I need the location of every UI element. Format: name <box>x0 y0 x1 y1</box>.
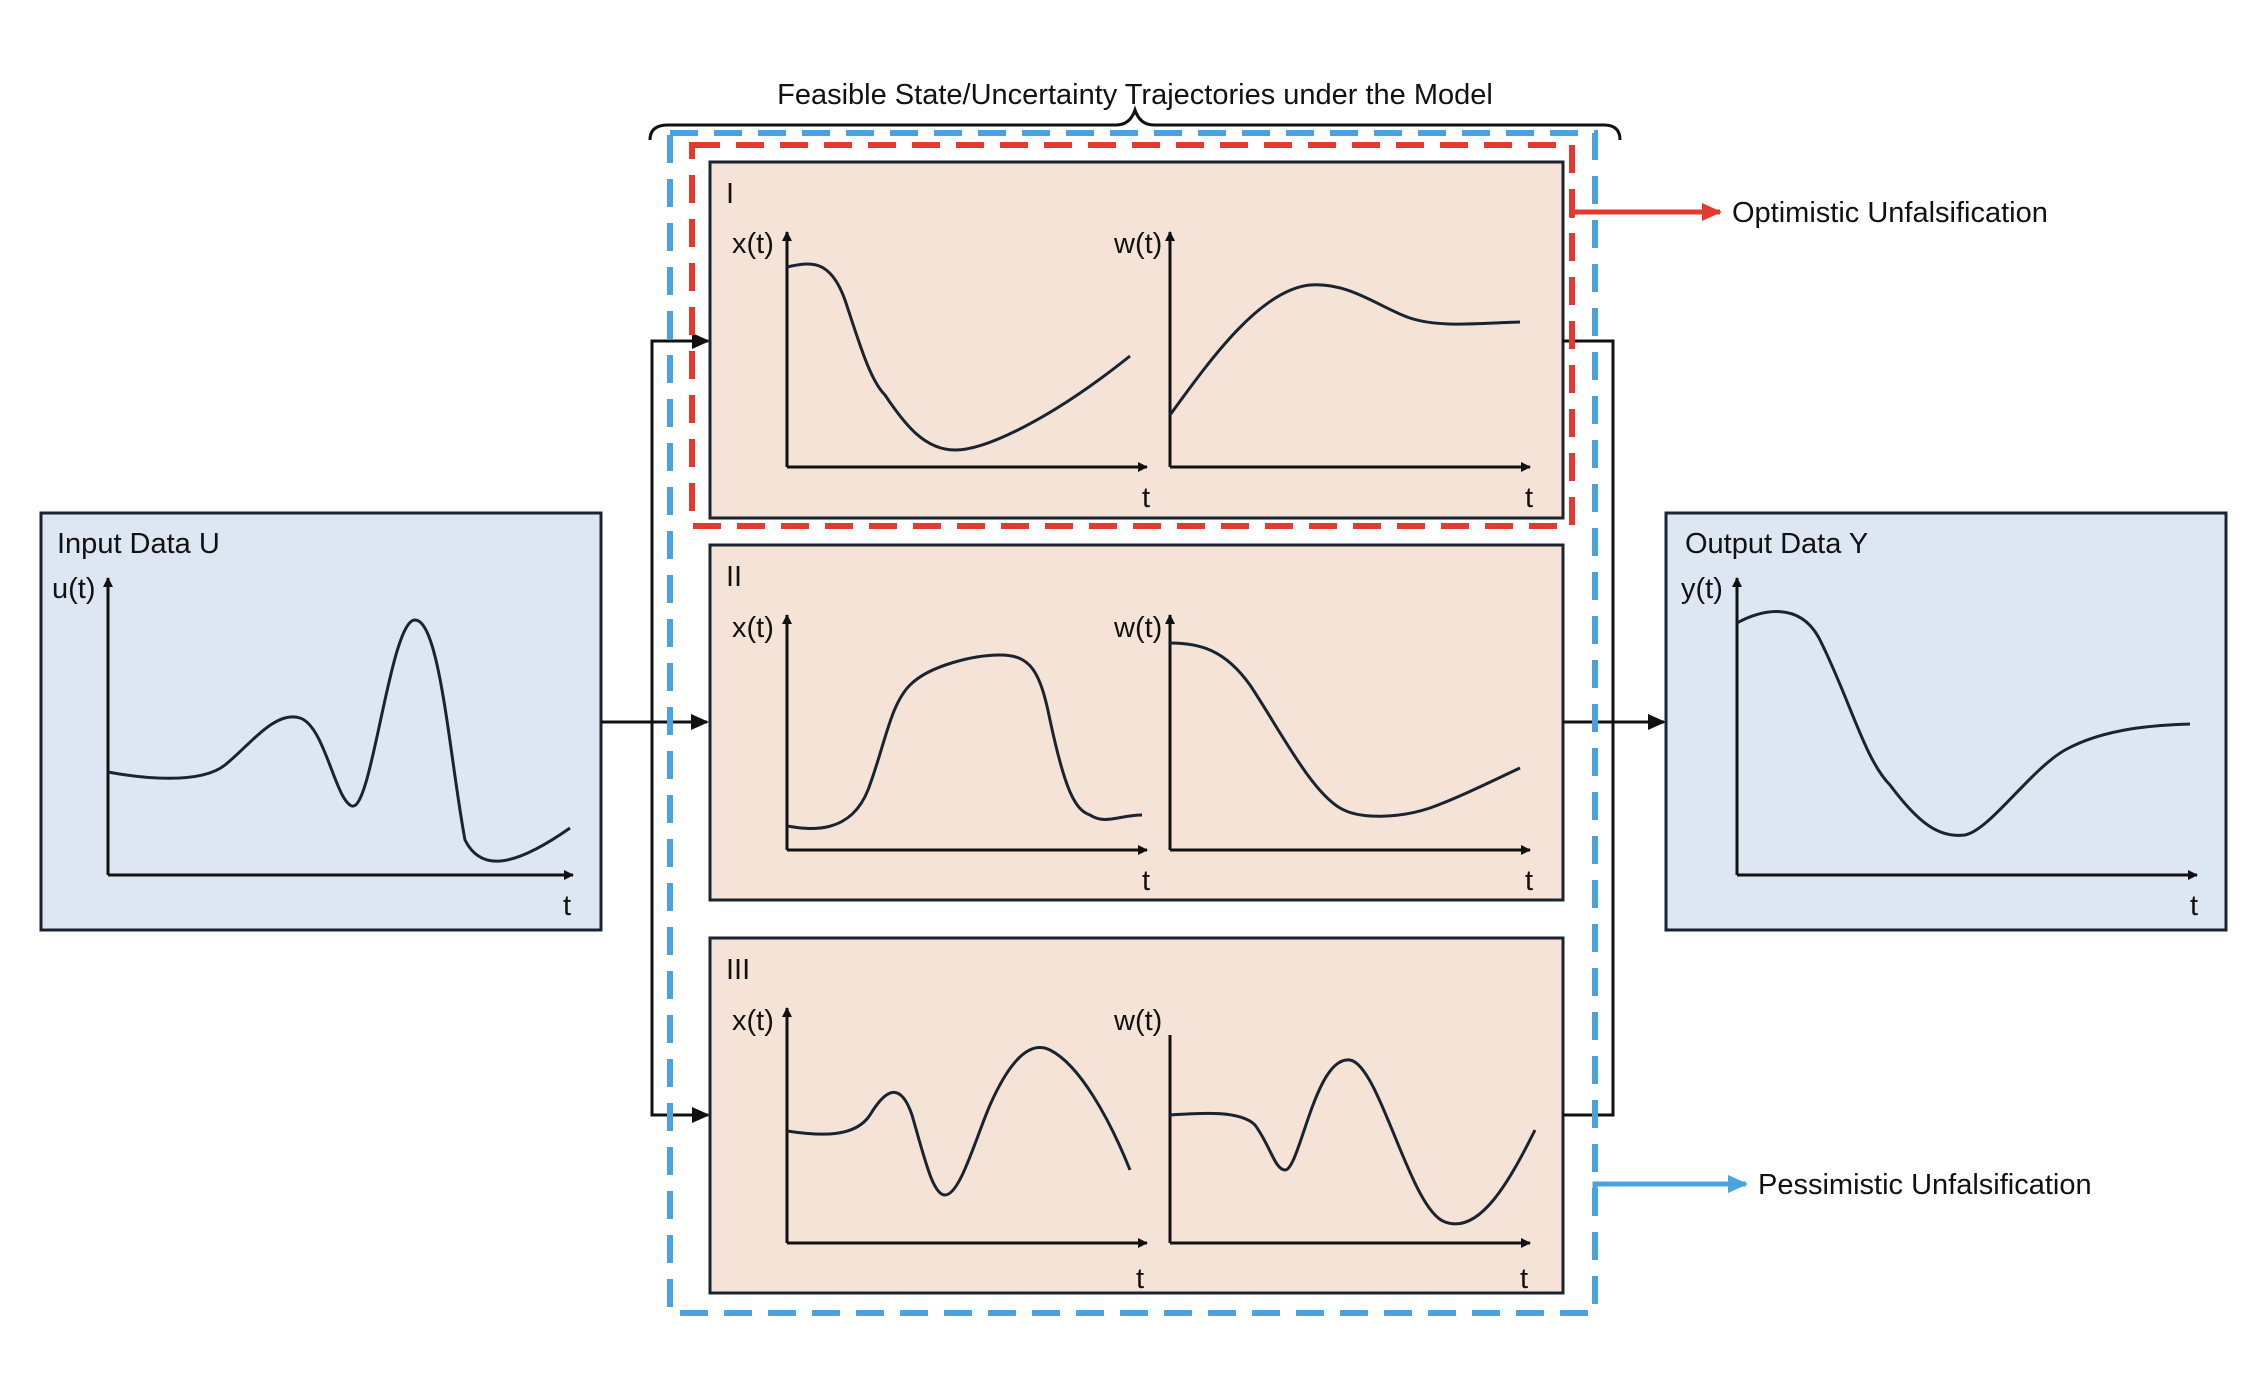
scenario-panel-ii: II x(t) t w(t) t <box>708 543 1565 902</box>
pessimistic-arrow <box>1592 1175 1748 1205</box>
scenario-i-left-x-label: t <box>1142 482 1150 514</box>
input-y-axis-label: u(t) <box>52 573 96 605</box>
scenario-ii-right-x-label: t <box>1525 865 1533 897</box>
title-brace <box>648 105 1622 141</box>
output-signal-curve <box>1736 610 2191 837</box>
input-x-axis-label: t <box>563 890 571 922</box>
scenario-label-ii: II <box>726 561 742 593</box>
scenario-iii-left-y-label: x(t) <box>732 1005 774 1037</box>
scenario-panel-i: I x(t) t w(t) t <box>708 160 1565 520</box>
output-x-axis-label: t <box>2190 890 2198 922</box>
scenario-iii-state-curve <box>786 1046 1132 1197</box>
scenario-iii-left-x-label: t <box>1136 1263 1144 1295</box>
scenario-i-left-y-label: x(t) <box>732 228 774 260</box>
input-data-panel: Input Data U u(t) t <box>39 511 603 932</box>
input-panel-title: Input Data U <box>57 528 220 560</box>
flow-connectors <box>601 333 1666 1123</box>
scenario-iii-right-x-label: t <box>1520 1263 1528 1295</box>
scenario-ii-left-x-label: t <box>1142 865 1150 897</box>
scenario-ii-state-curve <box>786 653 1143 830</box>
scenario-iii-right-y-label: w(t) <box>1113 1005 1162 1037</box>
scenario-iii-uncertainty-curve <box>1169 1058 1537 1226</box>
optimistic-arrow <box>1569 203 1722 221</box>
optimistic-label: Optimistic Unfalsification <box>1732 197 2048 229</box>
output-data-panel: Output Data Y y(t) t <box>1664 511 2228 932</box>
scenario-panel-iii: III x(t) t w(t) t <box>708 936 1565 1295</box>
pessimistic-label: Pessimistic Unfalsification <box>1758 1169 2092 1201</box>
scenario-label-iii: III <box>726 954 750 986</box>
scenario-ii-uncertainty-curve <box>1169 641 1521 818</box>
scenario-i-uncertainty-curve <box>1168 283 1521 416</box>
scenario-ii-right-y-label: w(t) <box>1113 612 1162 644</box>
split-bus-line <box>650 339 707 1117</box>
output-y-axis-label: y(t) <box>1681 573 1723 605</box>
scenario-i-state-curve <box>786 262 1131 452</box>
optimistic-set-boundary <box>689 142 1575 529</box>
merge-bus-line <box>1563 339 1615 1117</box>
scenario-label-i: I <box>726 178 734 210</box>
pessimistic-set-boundary <box>667 130 1598 1316</box>
output-panel-title: Output Data Y <box>1685 528 1868 560</box>
scenario-ii-left-y-label: x(t) <box>732 612 774 644</box>
scenario-i-right-x-label: t <box>1525 482 1533 514</box>
input-signal-curve <box>107 618 571 863</box>
scenario-i-right-y-label: w(t) <box>1113 228 1162 260</box>
